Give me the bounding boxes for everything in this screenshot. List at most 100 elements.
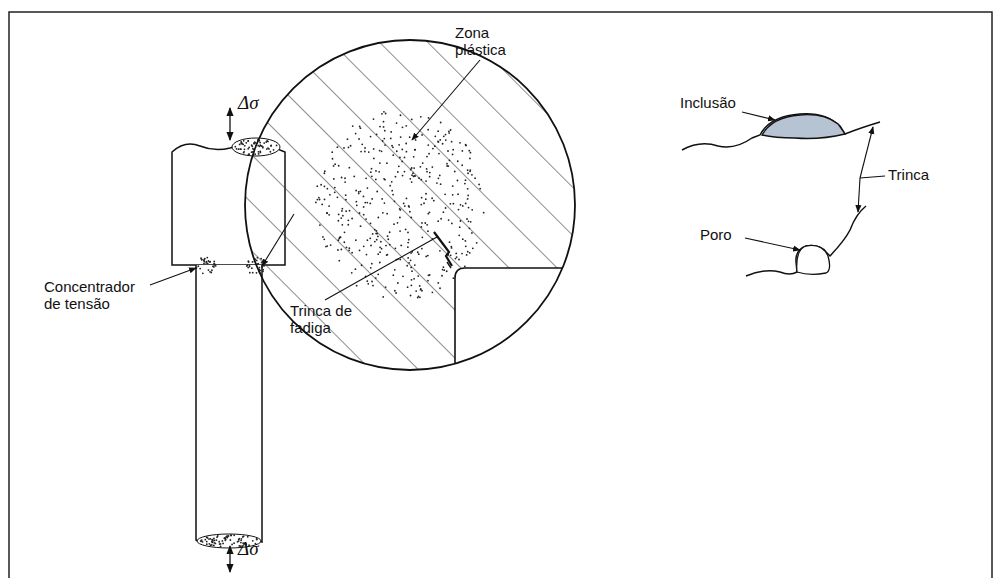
stipple-dot bbox=[421, 222, 423, 224]
stipple-dot bbox=[243, 152, 245, 154]
stipple-dot bbox=[350, 145, 352, 147]
stipple-dot bbox=[417, 275, 419, 277]
stipple-dot bbox=[448, 131, 450, 133]
stipple-dot bbox=[377, 236, 379, 238]
stipple-dot bbox=[404, 157, 406, 159]
stipple-dot bbox=[396, 122, 398, 124]
stipple-dot bbox=[458, 234, 460, 236]
stipple-dot bbox=[413, 175, 415, 177]
stipple-dot bbox=[389, 231, 391, 233]
stipple-dot bbox=[334, 187, 336, 189]
stipple-dot bbox=[375, 179, 377, 181]
stipple-dot bbox=[471, 209, 473, 211]
stipple-dot bbox=[340, 249, 342, 251]
stipple-dot bbox=[398, 144, 400, 146]
stipple-dot bbox=[365, 177, 367, 179]
leader-line bbox=[745, 238, 800, 250]
stipple-dot bbox=[414, 149, 416, 151]
stipple-dot bbox=[381, 248, 383, 250]
stipple-dot bbox=[422, 162, 424, 164]
stipple-dot bbox=[344, 181, 346, 183]
stipple-dot bbox=[363, 195, 365, 197]
stipple-dot bbox=[364, 147, 366, 149]
stipple-dot bbox=[230, 534, 232, 536]
stipple-dot bbox=[328, 214, 330, 216]
stipple-dot bbox=[427, 129, 429, 131]
stipple-dot bbox=[377, 253, 379, 255]
stipple-dot bbox=[425, 256, 427, 258]
stipple-dot bbox=[213, 544, 215, 546]
stipple-dot bbox=[349, 210, 351, 212]
stipple-dot bbox=[470, 152, 472, 154]
stipple-dot bbox=[411, 181, 413, 183]
stipple-dot bbox=[464, 240, 466, 242]
stipple-dot bbox=[439, 139, 441, 141]
stipple-dot bbox=[372, 233, 374, 235]
stipple-dot bbox=[375, 170, 377, 172]
stipple-dot bbox=[247, 260, 249, 262]
stipple-dot bbox=[467, 172, 469, 174]
stipple-dot bbox=[383, 121, 385, 123]
frame bbox=[9, 12, 992, 578]
stipple-dot bbox=[328, 205, 330, 207]
stipple-dot bbox=[420, 179, 422, 181]
stipple-dot bbox=[371, 198, 373, 200]
stipple-dot bbox=[356, 204, 358, 206]
stipple-dot bbox=[394, 247, 396, 249]
stipple-dot bbox=[320, 184, 322, 186]
stipple-dot bbox=[197, 265, 199, 267]
stipple-dot bbox=[223, 537, 225, 539]
stipple-dot bbox=[443, 211, 445, 213]
stipple-dot bbox=[434, 135, 436, 137]
stipple-dot bbox=[341, 210, 343, 212]
stipple-dot bbox=[420, 204, 422, 206]
stipple-dot bbox=[253, 142, 255, 144]
stipple-dot bbox=[381, 150, 383, 152]
stipple-dot bbox=[451, 141, 453, 143]
stipple-dot bbox=[427, 280, 429, 282]
stipple-dot bbox=[390, 131, 392, 133]
stipple-dot bbox=[452, 149, 454, 151]
stipple-dot bbox=[316, 199, 318, 201]
stipple-dot bbox=[358, 138, 360, 140]
stipple-dot bbox=[462, 238, 464, 240]
stipple-dot bbox=[323, 172, 325, 174]
stress-range-label: Δσ bbox=[238, 92, 259, 114]
stipple-dot bbox=[334, 191, 336, 193]
stipple-dot bbox=[386, 254, 388, 256]
stipple-dot bbox=[391, 145, 393, 147]
stipple-dot bbox=[351, 272, 353, 274]
stipple-dot bbox=[228, 535, 230, 537]
stipple-dot bbox=[411, 118, 413, 120]
stipple-dot bbox=[457, 180, 459, 182]
stipple-dot bbox=[446, 163, 448, 165]
stipple-dot bbox=[425, 193, 427, 195]
stipple-dot bbox=[440, 183, 442, 185]
stipple-dot bbox=[384, 130, 386, 132]
stipple-dot bbox=[363, 206, 365, 208]
stipple-dot bbox=[472, 247, 474, 249]
stipple-dot bbox=[231, 543, 233, 545]
stipple-dot bbox=[397, 282, 399, 284]
stipple-dot bbox=[343, 147, 345, 149]
stipple-dot bbox=[467, 194, 469, 196]
stipple-dot bbox=[248, 261, 250, 263]
stipple-dot bbox=[389, 244, 391, 246]
stipple-dot bbox=[324, 170, 326, 172]
stipple-dot bbox=[415, 290, 417, 292]
stipple-dot bbox=[212, 265, 214, 267]
stipple-dot bbox=[401, 161, 403, 163]
stipple-dot bbox=[341, 177, 343, 179]
stipple-dot bbox=[429, 172, 431, 174]
stipple-dot bbox=[373, 148, 375, 150]
stipple-dot bbox=[398, 165, 400, 167]
stipple-dot bbox=[359, 249, 361, 251]
stipple-dot bbox=[402, 275, 404, 277]
stipple-dot bbox=[199, 268, 201, 270]
stipple-dot bbox=[326, 212, 328, 214]
stipple-dot bbox=[448, 219, 450, 221]
stipple-dot bbox=[414, 175, 416, 177]
stipple-dot bbox=[206, 257, 208, 259]
stipple-dot bbox=[438, 153, 440, 155]
stipple-dot bbox=[407, 242, 409, 244]
